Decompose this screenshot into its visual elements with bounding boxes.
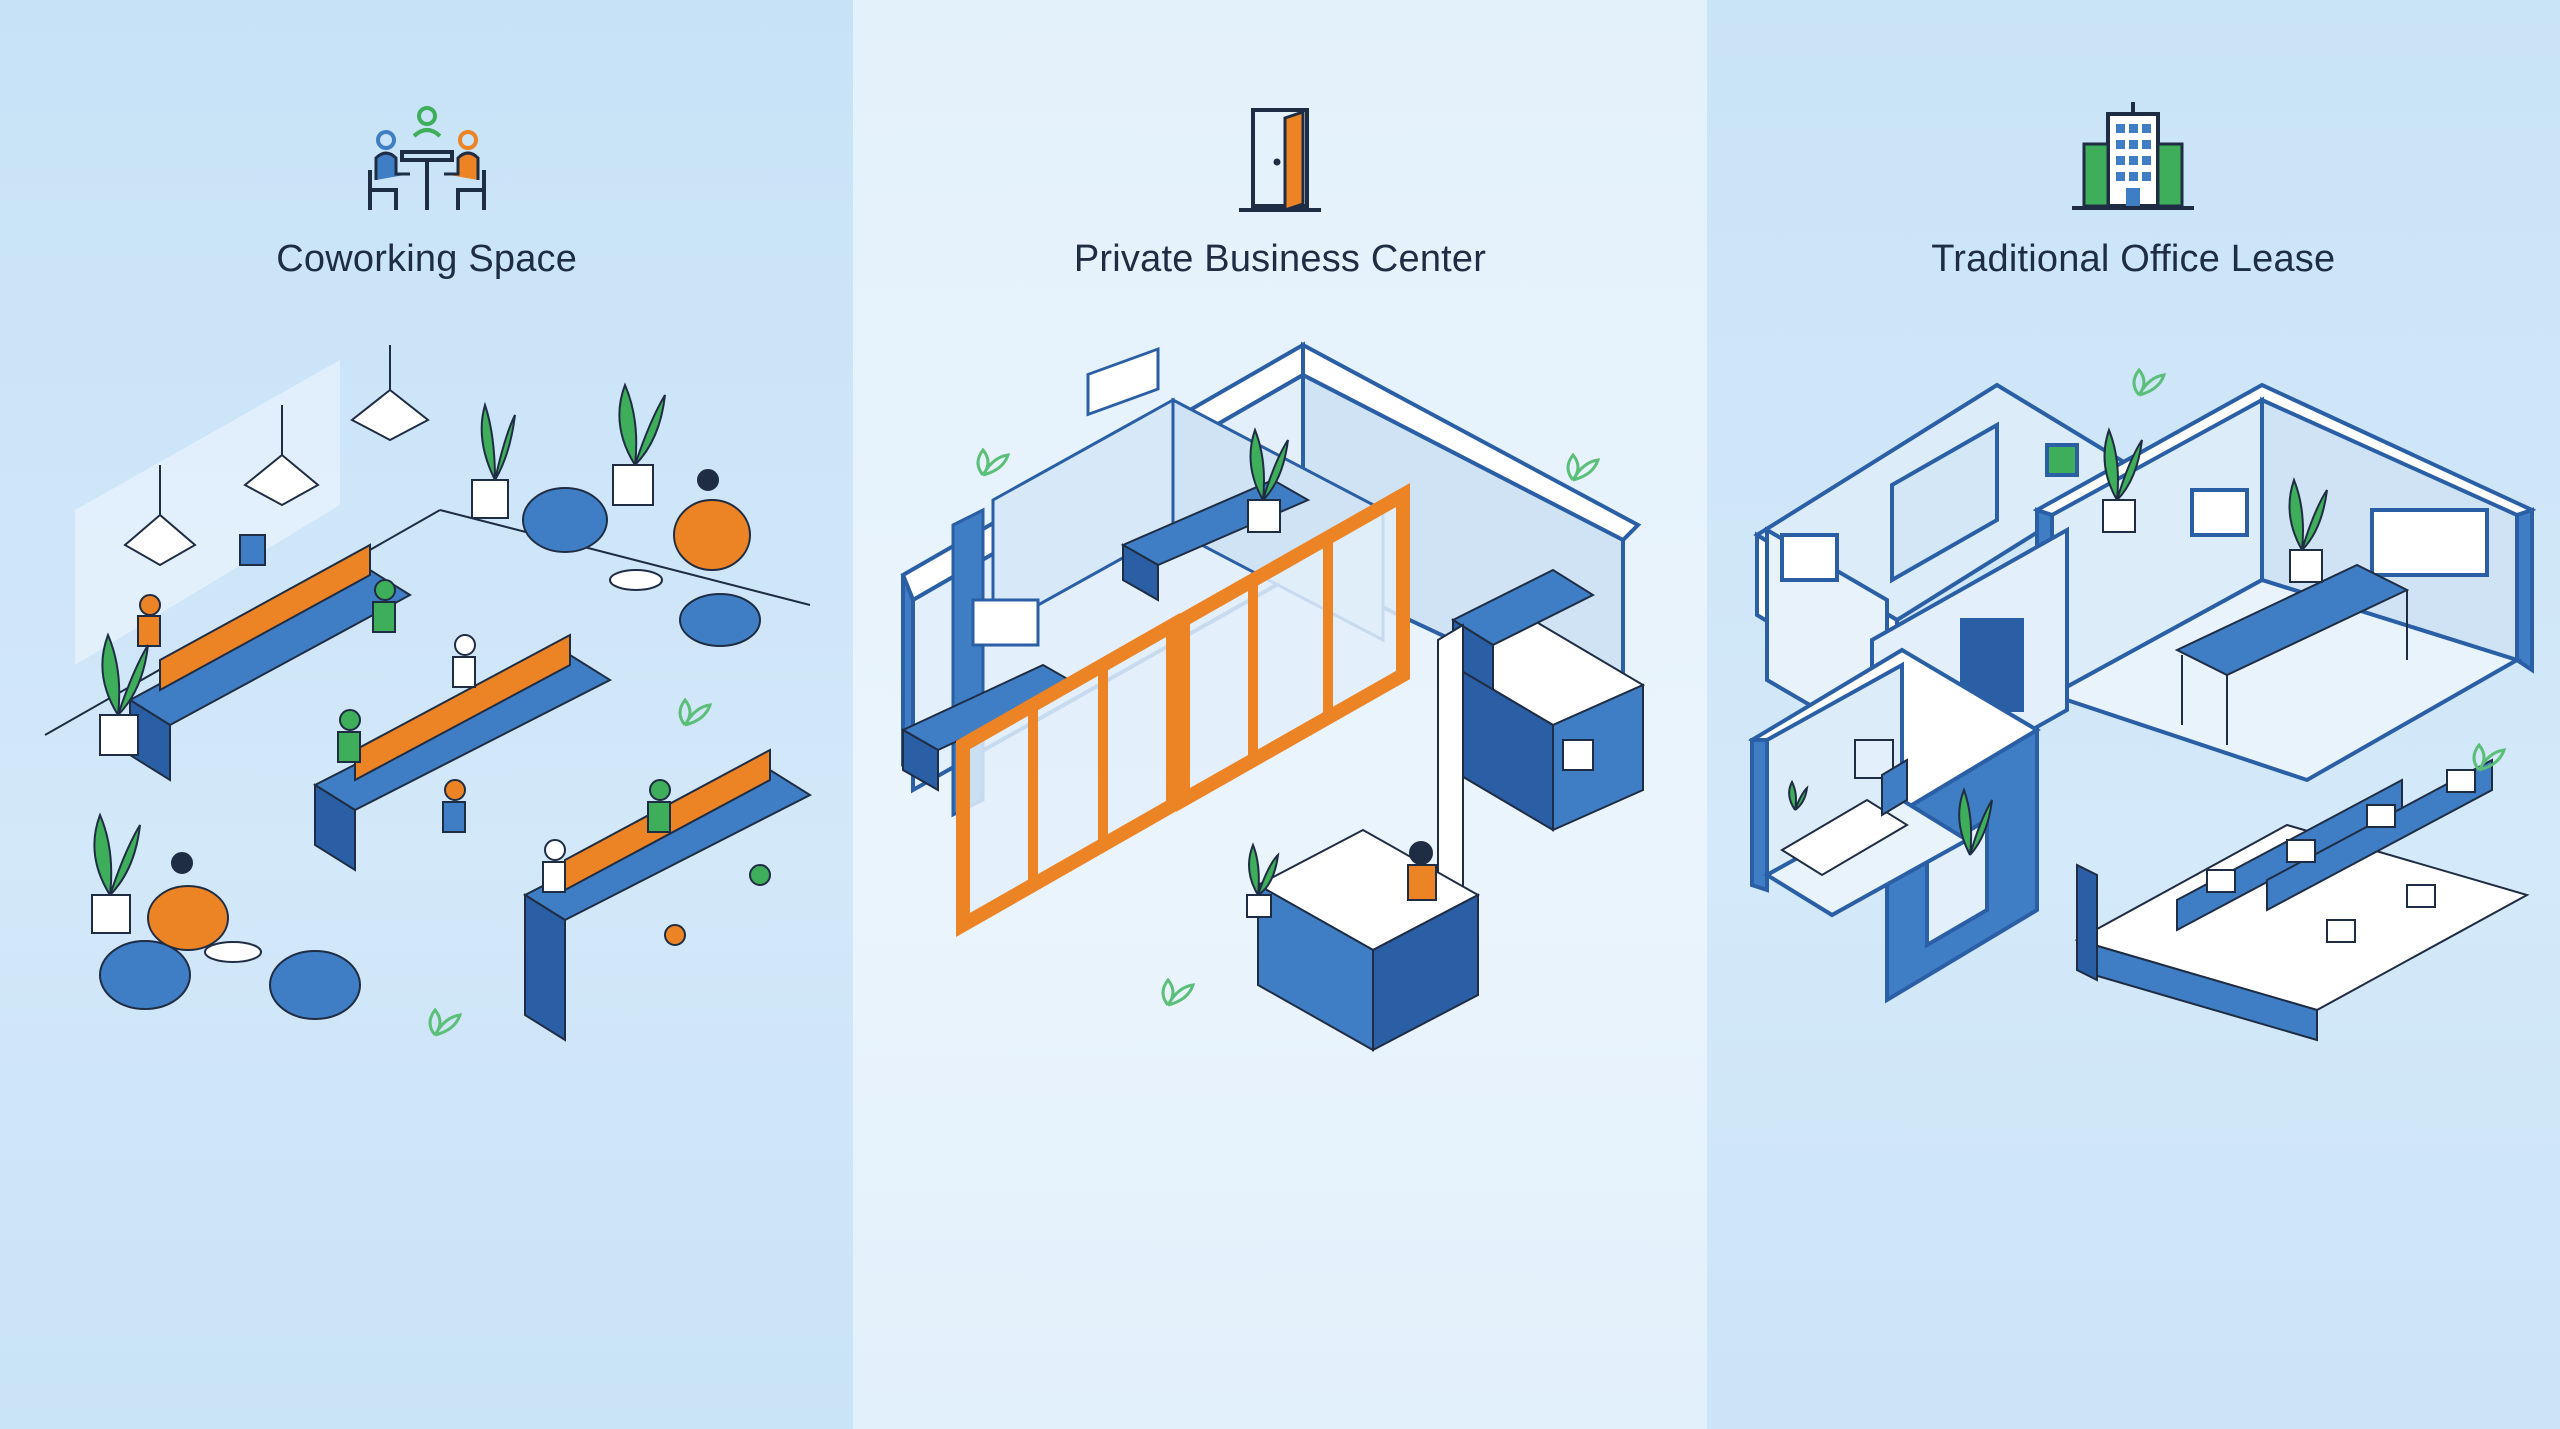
office-building-icon xyxy=(1707,100,2560,225)
panel-private-business-center: Private Business Center xyxy=(853,0,1707,1429)
panel-coworking: Coworking Space xyxy=(0,0,854,1429)
panel-traditional-office-lease: Traditional Office Lease xyxy=(1706,0,2560,1429)
office-lease-illustration xyxy=(1707,320,2560,1120)
people-at-table-icon xyxy=(0,100,853,225)
open-door-icon xyxy=(853,100,1706,225)
coworking-illustration xyxy=(0,320,853,1120)
panel-title: Traditional Office Lease xyxy=(1931,238,2336,280)
panel-title: Coworking Space xyxy=(276,238,578,280)
business-center-illustration xyxy=(853,320,1706,1120)
panel-title: Private Business Center xyxy=(1073,238,1487,280)
